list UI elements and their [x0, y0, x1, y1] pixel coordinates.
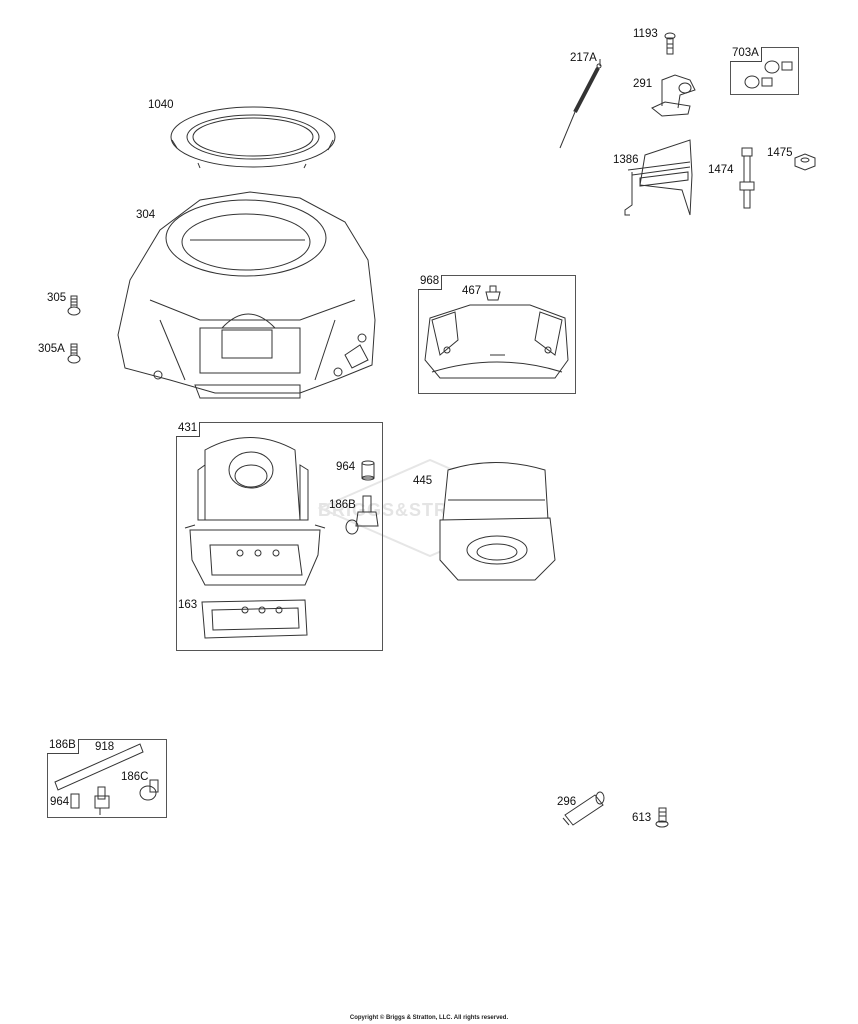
callout-163: 163 — [178, 599, 198, 611]
part-1474-pin — [739, 147, 755, 209]
part-291-bracket — [651, 74, 696, 117]
part-467-knob — [485, 285, 501, 301]
part-431-base — [184, 437, 326, 586]
part-613-screw — [655, 807, 669, 828]
part-1475-nut — [794, 153, 816, 171]
callout-613: 613 — [632, 812, 652, 824]
part-163-gasket — [201, 599, 308, 639]
part-703a-clips — [744, 60, 793, 89]
callout-1474: 1474 — [708, 164, 734, 176]
part-305a-screw — [67, 343, 81, 364]
part-305-screw — [67, 295, 81, 316]
part-186b-fitting-lower — [94, 786, 110, 815]
callout-431: 431 — [176, 422, 201, 437]
part-1386-bracket — [624, 139, 693, 216]
callout-1040: 1040 — [148, 99, 174, 111]
callout-291: 291 — [633, 78, 653, 90]
callout-1475: 1475 — [767, 147, 793, 159]
callout-186b-kit: 186B — [47, 739, 79, 754]
group-968-frame — [418, 275, 576, 394]
part-1040-screen — [170, 106, 336, 169]
group-186b-frame — [47, 739, 167, 818]
callout-968: 968 — [418, 275, 443, 290]
group-431-frame — [176, 422, 383, 651]
part-304-blower-housing — [117, 191, 376, 399]
callout-305: 305 — [47, 292, 67, 304]
callout-296: 296 — [557, 796, 577, 808]
callout-964-lower: 964 — [50, 796, 70, 808]
part-217a-spring — [559, 63, 602, 149]
copyright-footer: Copyright © Briggs & Stratton, LLC. All … — [349, 1015, 509, 1021]
part-296-connector — [562, 791, 605, 826]
part-186c-fitting — [139, 779, 159, 801]
callout-217a: 217A — [570, 52, 597, 64]
callout-305a: 305A — [38, 343, 65, 355]
callout-703a: 703A — [730, 47, 762, 62]
callout-964-upper: 964 — [336, 461, 356, 473]
callout-467: 467 — [462, 285, 482, 297]
part-918-hose — [54, 743, 144, 791]
callout-445: 445 — [413, 475, 433, 487]
group-703a-frame — [730, 47, 799, 95]
callout-186b-upper: 186B — [329, 499, 356, 511]
callout-918: 918 — [95, 741, 115, 753]
callout-1386: 1386 — [613, 154, 639, 166]
callout-1193: 1193 — [633, 28, 658, 40]
callout-304: 304 — [136, 209, 156, 221]
part-964-sleeve-upper — [361, 460, 375, 481]
part-186b-fitting-upper — [345, 495, 379, 535]
part-968-cover — [424, 304, 569, 379]
callout-186c: 186C — [121, 771, 149, 783]
part-1193-screw — [664, 32, 676, 55]
part-964-sleeve-lower — [70, 793, 80, 809]
part-445-filter — [439, 462, 556, 581]
